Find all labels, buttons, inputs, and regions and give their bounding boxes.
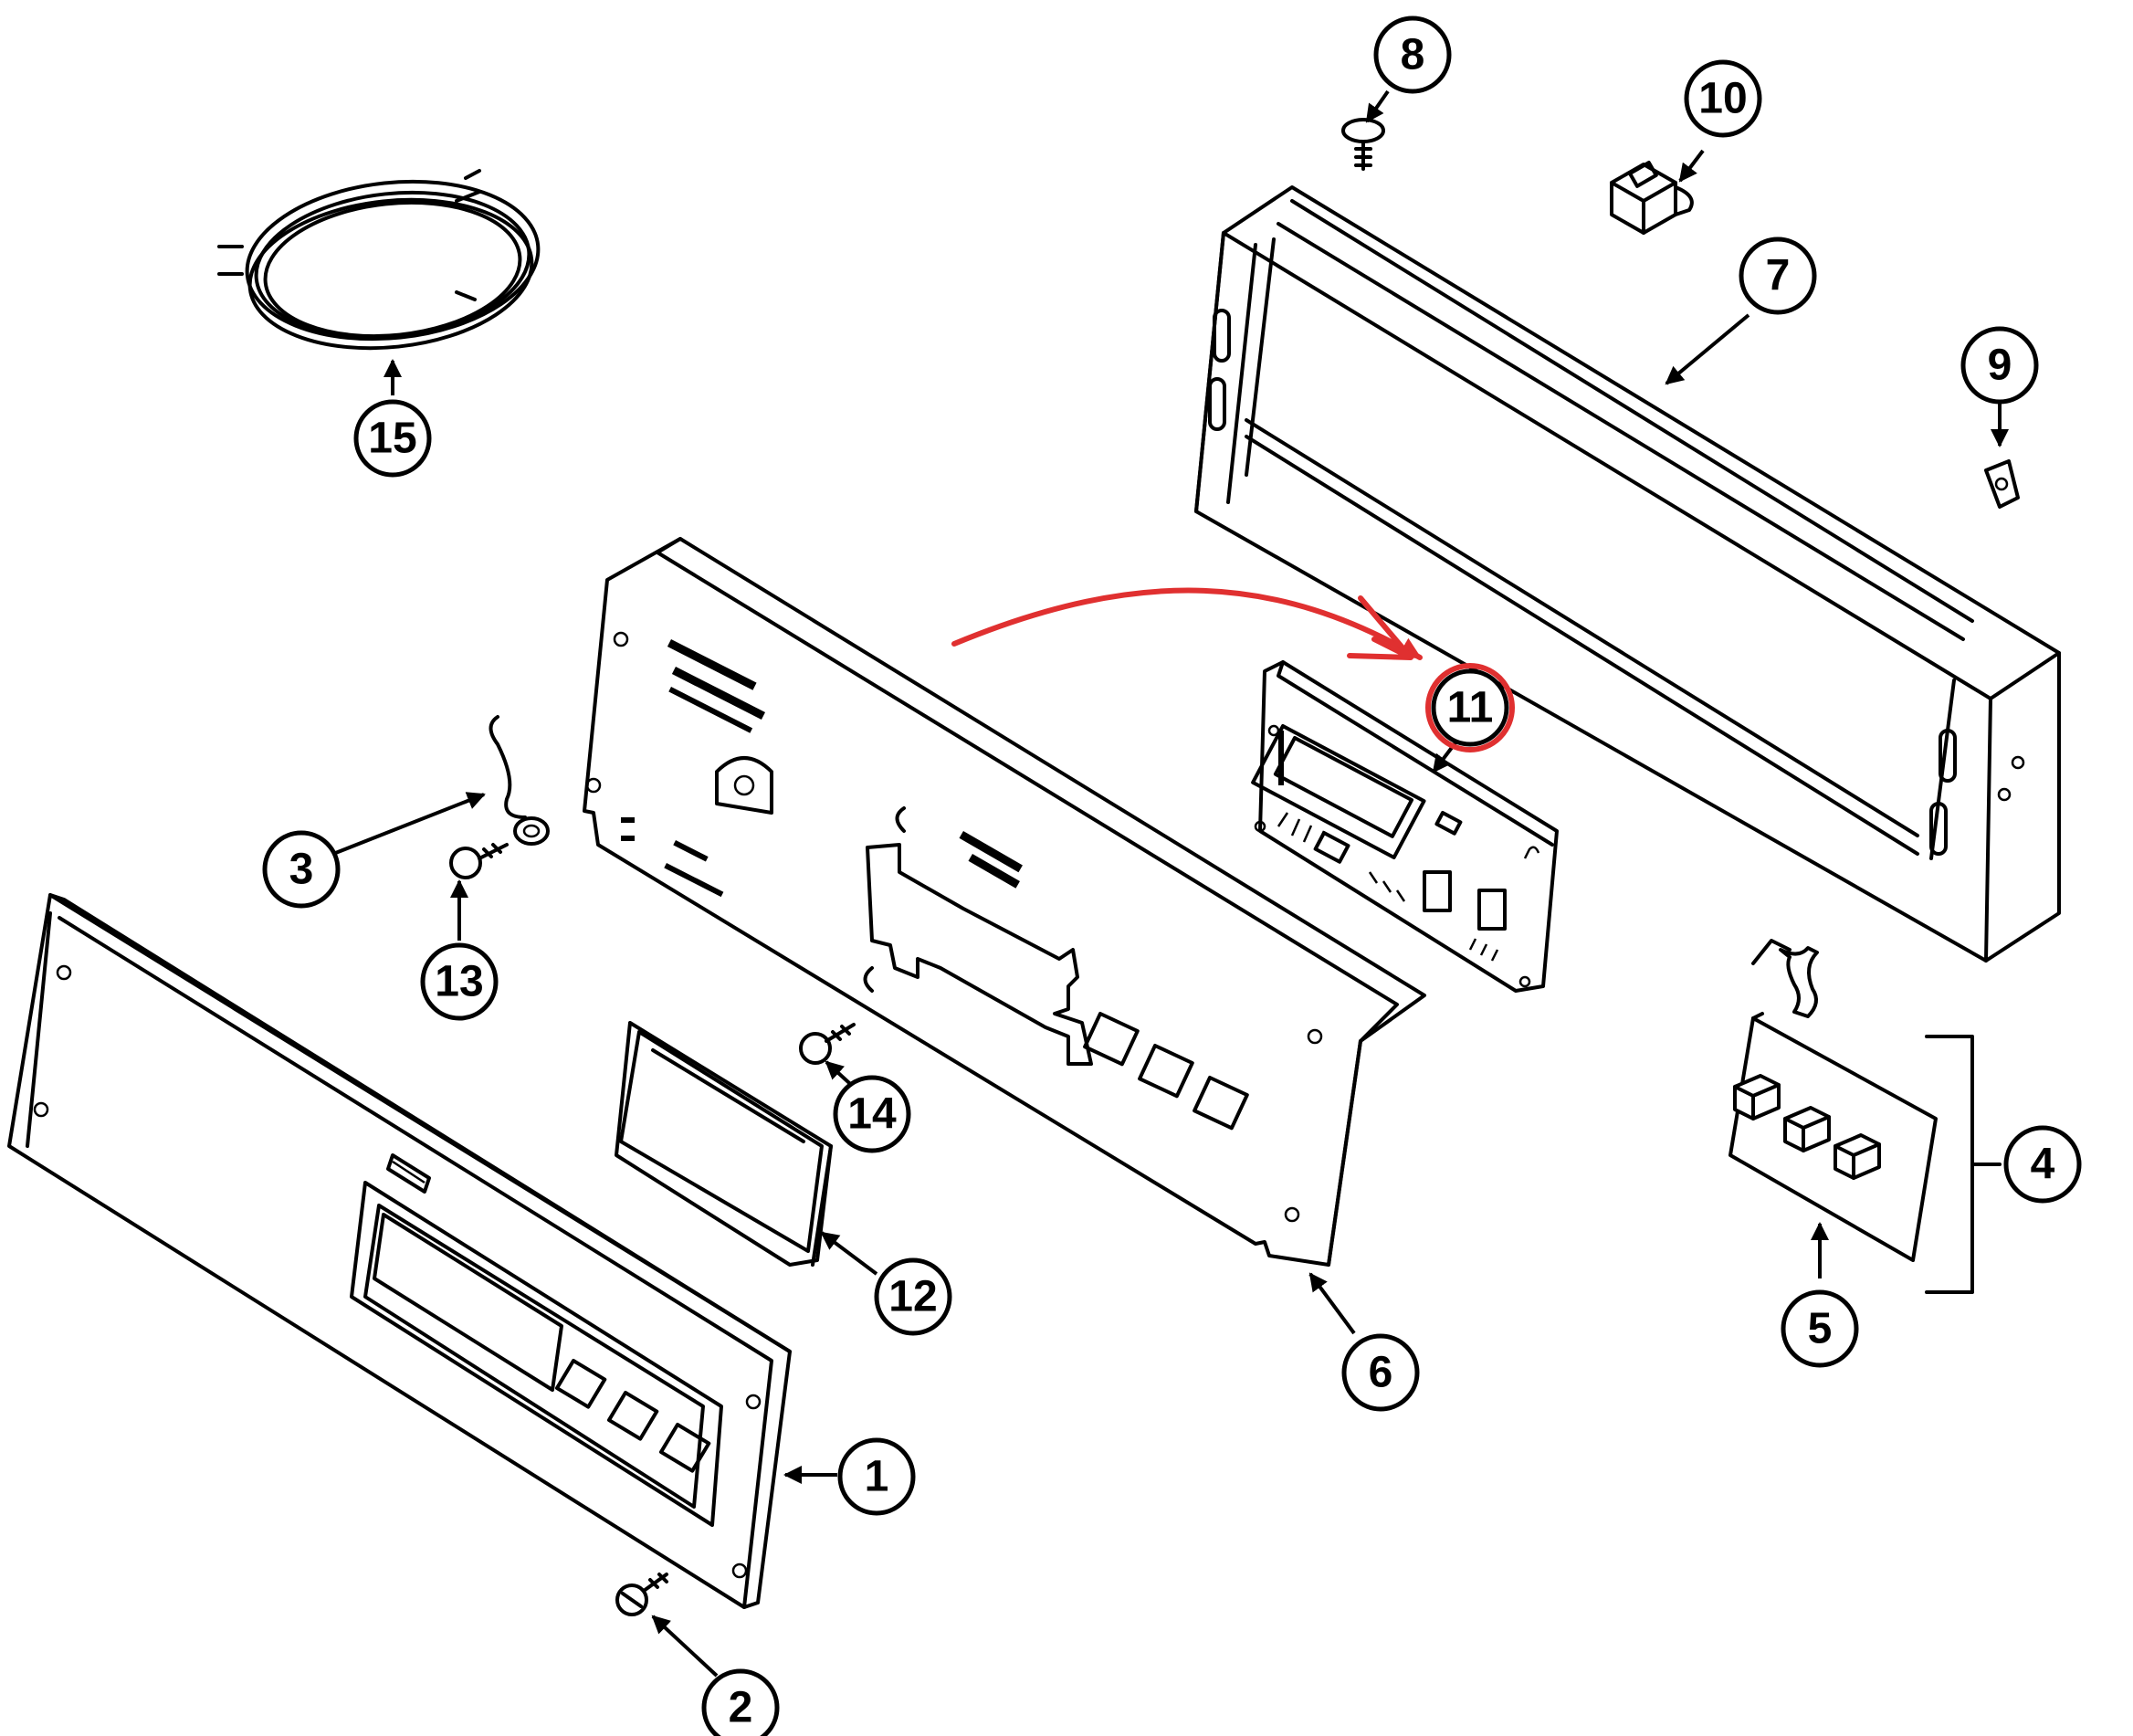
callout-2-label: 2 <box>729 1684 753 1732</box>
callout-2: 2 <box>701 1668 780 1736</box>
leader-6 <box>1308 1272 1356 1335</box>
callout-1-label: 1 <box>865 1453 889 1501</box>
callout-11-highlight-ring <box>1425 663 1515 752</box>
callout-15-label: 15 <box>368 415 416 463</box>
part-3-ground-wire <box>489 715 550 846</box>
callout-8-label: 8 <box>1401 31 1425 79</box>
part-4-bracket-brace <box>1925 1035 2002 1294</box>
leader-7 <box>1665 313 1750 385</box>
callout-13: 13 <box>420 942 499 1021</box>
leader-10 <box>1678 149 1705 183</box>
callout-12-label: 12 <box>888 1273 937 1321</box>
part-11-control-board <box>1251 660 1559 993</box>
callout-6: 6 <box>1341 1333 1420 1412</box>
highlight-arrow-head <box>1347 595 1413 660</box>
part-9-nut <box>1984 459 2020 509</box>
part-8-screw <box>1341 118 1385 171</box>
part-10-clip <box>1610 160 1694 235</box>
callout-6-label: 6 <box>1369 1349 1393 1397</box>
callout-9-label: 9 <box>1988 342 2012 390</box>
callout-10: 10 <box>1684 59 1762 138</box>
callout-11-label: 11 <box>1447 684 1494 732</box>
callout-7: 7 <box>1739 237 1817 315</box>
callout-14-label: 14 <box>847 1090 897 1139</box>
leader-2 <box>651 1615 719 1678</box>
callout-11: 11 <box>1425 663 1515 752</box>
callout-5-label: 5 <box>1808 1305 1833 1353</box>
part-1-front-panel <box>7 893 792 1609</box>
part-2-screw <box>615 1573 668 1616</box>
callout-3: 3 <box>262 830 341 909</box>
callout-5: 5 <box>1781 1289 1859 1368</box>
callout-13-label: 13 <box>435 958 483 1006</box>
callout-8: 8 <box>1373 16 1452 94</box>
callout-7-label: 7 <box>1766 252 1791 300</box>
callout-12: 12 <box>874 1257 952 1336</box>
part-14-screw <box>799 1023 856 1065</box>
callout-14: 14 <box>833 1075 911 1153</box>
part-6-control-panel-bracket <box>583 537 1426 1267</box>
leader-8 <box>1365 89 1390 123</box>
part-12-display-lens <box>615 1021 833 1267</box>
callout-4: 4 <box>2003 1125 2082 1204</box>
leader-12 <box>820 1231 878 1276</box>
callout-15: 15 <box>353 399 432 478</box>
callout-1: 1 <box>837 1437 916 1516</box>
callout-10-label: 10 <box>1698 75 1747 123</box>
part-13-screw <box>449 843 509 879</box>
leader-3 <box>332 792 486 856</box>
callout-4-label: 4 <box>2031 1141 2055 1189</box>
part-15-wire-harness <box>217 169 541 351</box>
part-5-keypad <box>1728 939 1938 1262</box>
part-7-console-housing <box>1194 185 2061 963</box>
callout-9: 9 <box>1960 326 2039 405</box>
callout-3-label: 3 <box>289 846 314 894</box>
highlight-arrow <box>951 587 1423 660</box>
